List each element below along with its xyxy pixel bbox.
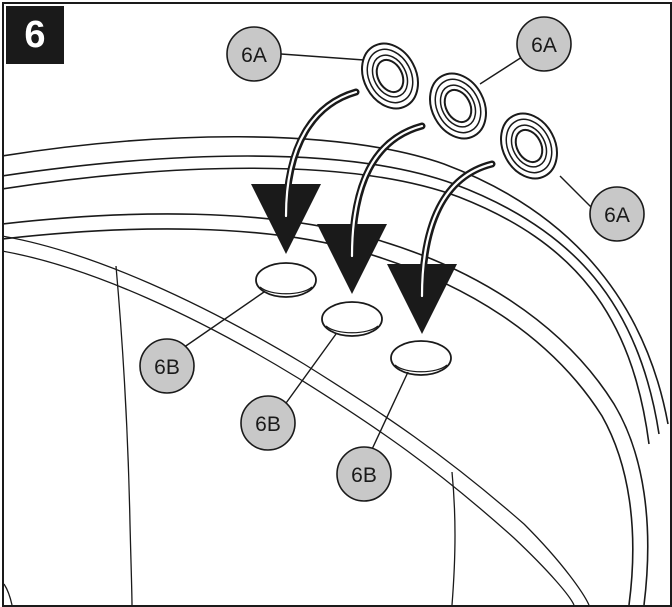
- svg-text:6A: 6A: [241, 44, 267, 67]
- svg-text:6A: 6A: [604, 204, 630, 227]
- mounting-hole-3: [390, 340, 452, 376]
- leader-lines: [179, 53, 595, 461]
- sink-diagram: 6A 6A 6A 6B 6B 6B: [4, 16, 669, 605]
- step-number: 6: [24, 13, 46, 56]
- gasket-ring-icon: [500, 112, 558, 180]
- callout-6a-1: 6A: [226, 26, 282, 82]
- gasket-ring-icon: [361, 42, 419, 110]
- step-number-badge: 6: [6, 6, 64, 64]
- callout-6a-3: 6A: [589, 186, 645, 242]
- mounting-hole-1: [255, 262, 317, 298]
- callout-6b-3: 6B: [336, 446, 392, 502]
- basin-interior: [4, 235, 590, 605]
- callout-6a-2: 6A: [516, 16, 572, 72]
- svg-text:6A: 6A: [531, 34, 557, 57]
- callout-6b-2: 6B: [240, 395, 296, 451]
- sink-rim: [4, 135, 669, 605]
- gasket-ring-icon: [429, 72, 487, 140]
- callout-6b-1: 6B: [139, 338, 195, 394]
- svg-text:6B: 6B: [351, 464, 377, 487]
- mounting-hole-2: [321, 301, 383, 337]
- svg-text:6B: 6B: [255, 413, 281, 436]
- svg-text:6B: 6B: [154, 356, 180, 379]
